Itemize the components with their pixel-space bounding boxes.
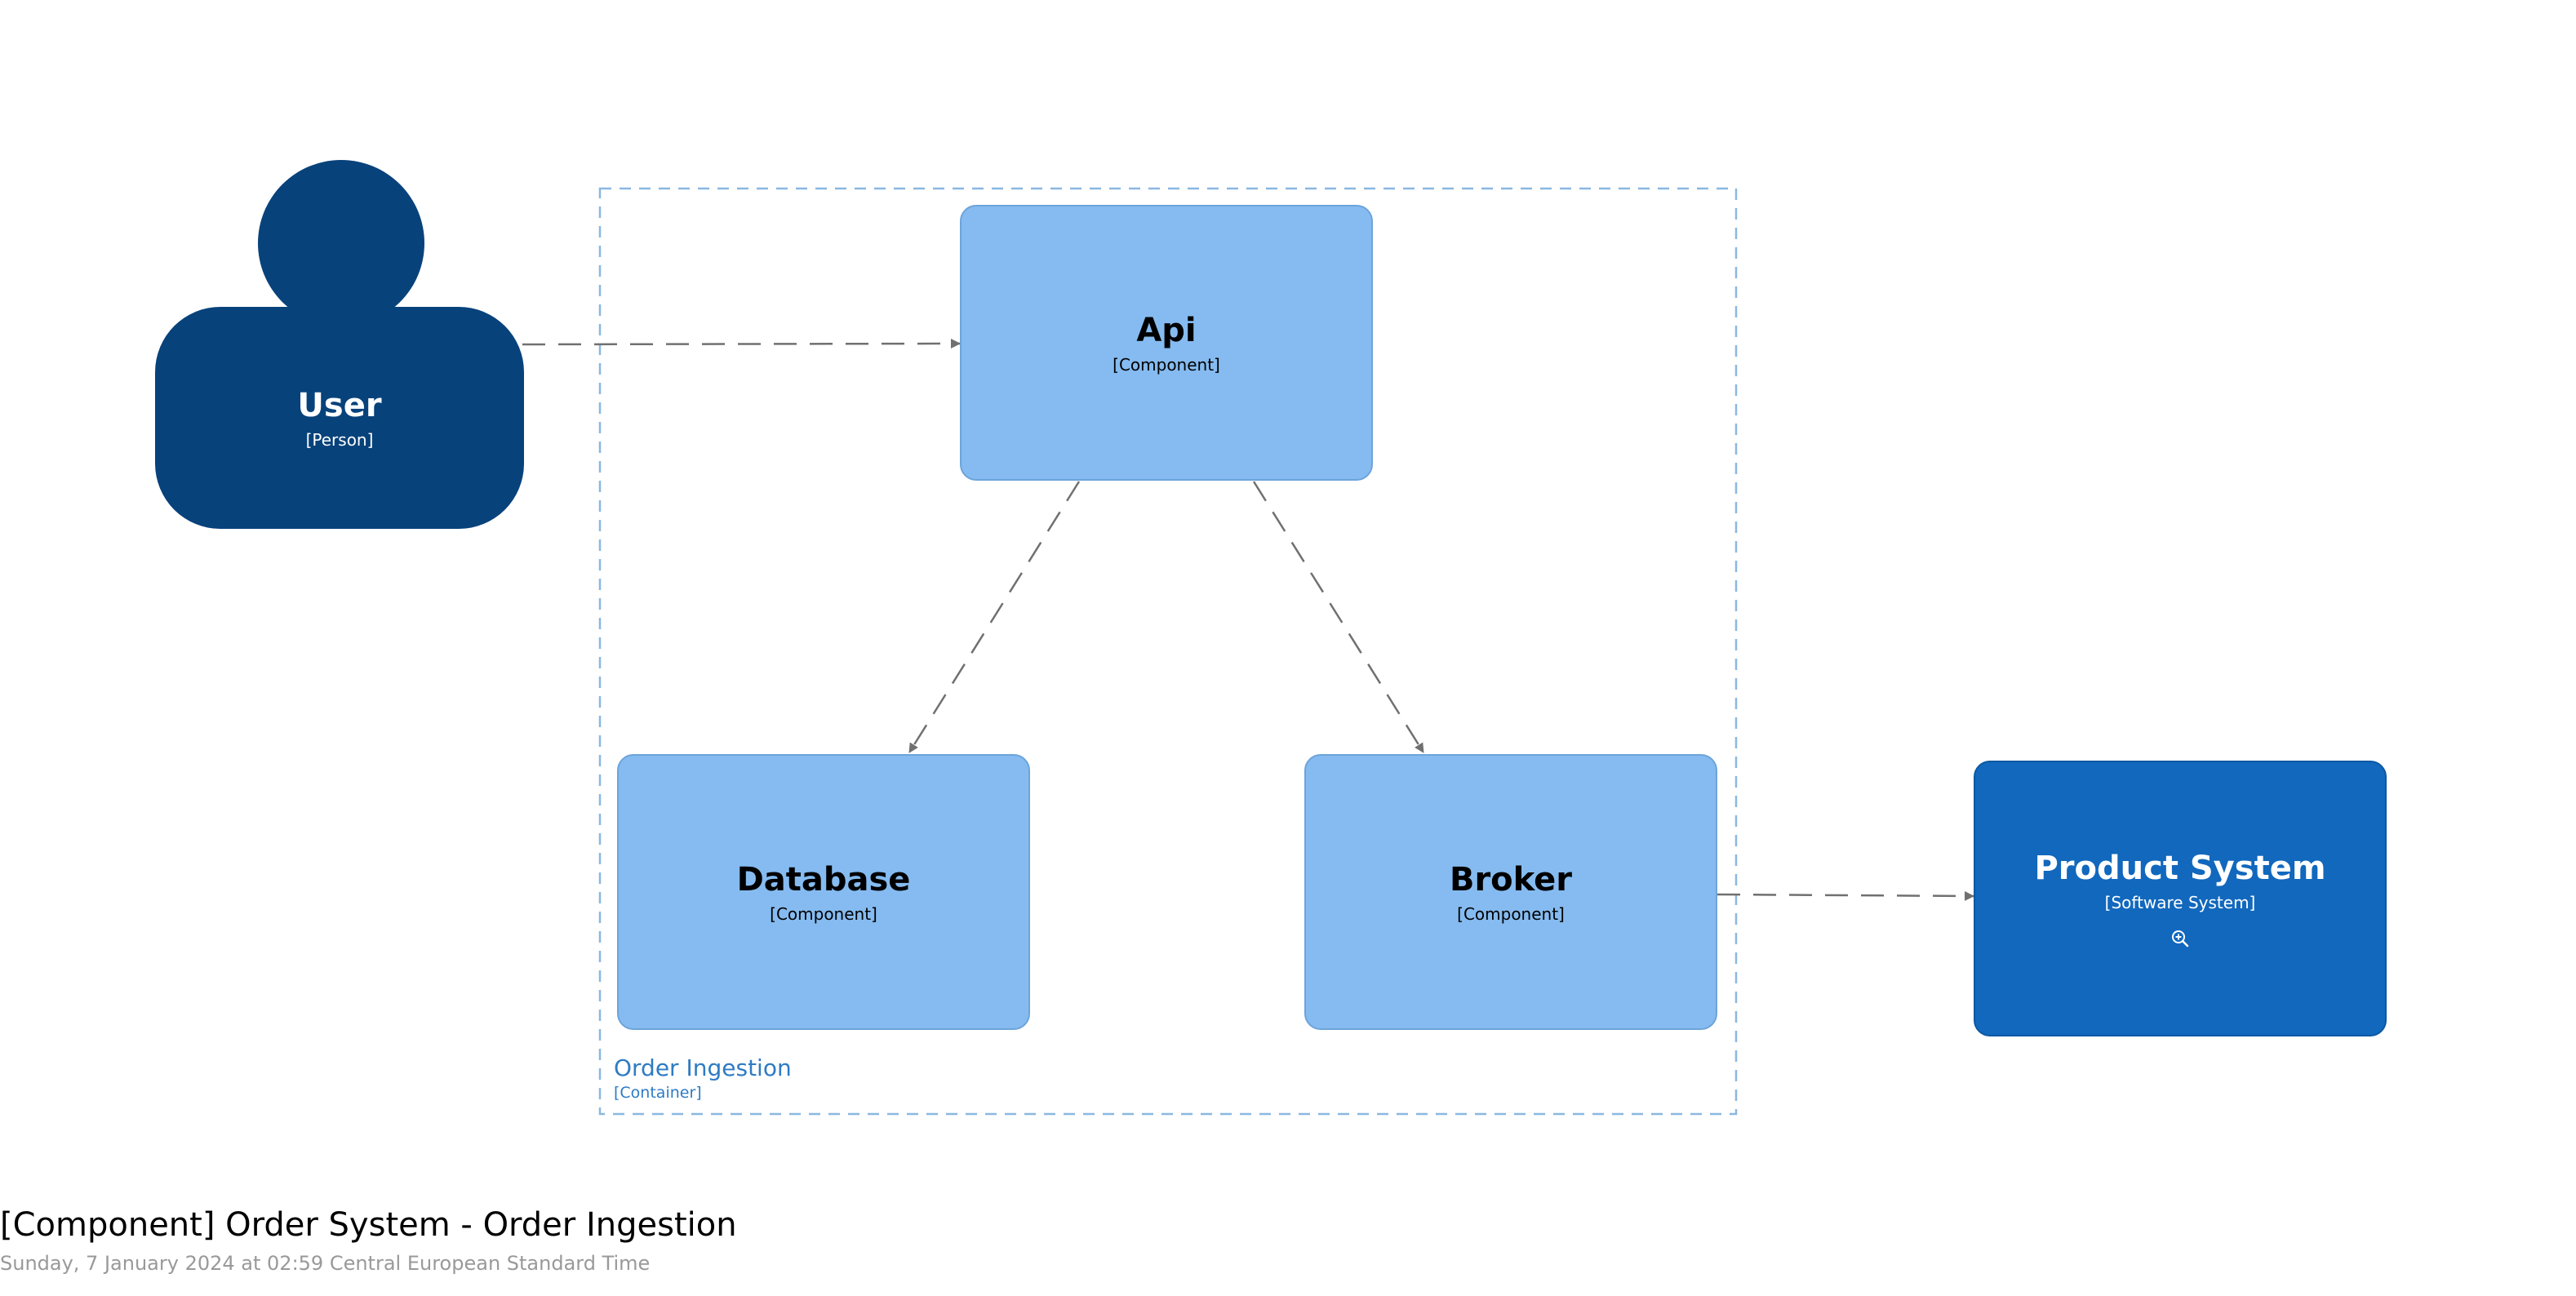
user-type: [Person] [305,430,374,450]
api-name: Api [1136,312,1197,349]
product-system[interactable]: Product System [Software System] [1974,761,2387,1036]
broker-type: [Component] [1457,904,1565,924]
diagram-subtitle: Sunday, 7 January 2024 at 02:59 Central … [0,1252,651,1275]
boundary-type: [Container] [614,1083,702,1102]
broker-name: Broker [1449,861,1573,899]
product-system-type: [Software System] [2104,893,2256,912]
person-head-icon [258,160,424,326]
database-component[interactable]: Database [Component] [617,754,1030,1030]
boundary-name: Order Ingestion [614,1054,792,1081]
api-type: [Component] [1113,355,1220,375]
user-name: User [297,387,382,424]
zoom-in-icon[interactable] [2170,929,2190,948]
api-component[interactable]: Api [Component] [960,205,1373,481]
relationship-api-database[interactable] [908,481,1081,753]
database-type: [Component] [770,904,877,924]
relationship-api-broker[interactable] [1252,481,1425,753]
container-boundary [598,187,1738,1116]
product-system-name: Product System [2034,850,2326,887]
broker-component[interactable]: Broker [Component] [1304,754,1717,1030]
relationship-broker-product-system[interactable] [1717,890,1974,901]
person-body: User [Person] [155,307,524,529]
boundary-label: Order Ingestion [Container] [614,1054,792,1102]
database-name: Database [736,861,911,899]
diagram-title: [Component] Order System - Order Ingesti… [0,1206,737,1244]
